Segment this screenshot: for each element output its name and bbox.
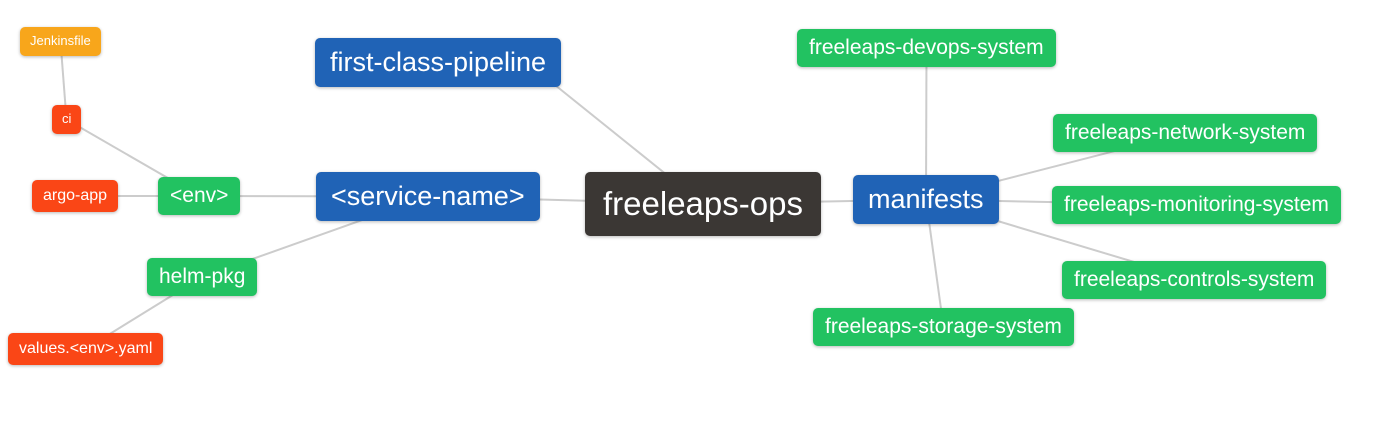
node-service-name[interactable]: <service-name> [316, 172, 540, 222]
node-label-freeleaps-controls-system: freeleaps-controls-system [1074, 268, 1315, 291]
node-jenkinsfile[interactable]: Jenkinsfile [20, 27, 101, 56]
node-label-freeleaps-storage-system: freeleaps-storage-system [825, 315, 1062, 338]
node-label-freeleaps-ops: freeleaps-ops [603, 185, 803, 222]
node-label-first-class-pipeline: first-class-pipeline [330, 47, 547, 77]
node-label-freeleaps-devops-system: freeleaps-devops-system [809, 36, 1044, 59]
node-label-service-name: <service-name> [331, 181, 525, 211]
node-label-freeleaps-monitoring-system: freeleaps-monitoring-system [1064, 193, 1329, 216]
node-freeleaps-ops[interactable]: freeleaps-ops [585, 172, 821, 236]
node-first-class-pipeline[interactable]: first-class-pipeline [315, 38, 562, 88]
node-freeleaps-monitoring-system[interactable]: freeleaps-monitoring-system [1052, 186, 1341, 225]
node-helm-pkg[interactable]: helm-pkg [147, 258, 258, 297]
node-freeleaps-controls-system[interactable]: freeleaps-controls-system [1062, 261, 1327, 300]
node-label-freeleaps-network-system: freeleaps-network-system [1065, 121, 1306, 144]
node-label-env: <env> [170, 184, 229, 207]
node-freeleaps-storage-system[interactable]: freeleaps-storage-system [813, 308, 1074, 347]
node-label-ci: ci [62, 111, 72, 126]
node-values-env-yaml[interactable]: values.<env>.yaml [8, 333, 164, 366]
edge-manifests-freeleaps-devops-system [925, 47, 928, 200]
node-label-manifests: manifests [868, 184, 984, 214]
node-label-argo-app: argo-app [43, 187, 108, 204]
node-ci[interactable]: ci [52, 105, 82, 134]
node-freeleaps-network-system[interactable]: freeleaps-network-system [1053, 114, 1318, 153]
node-manifests[interactable]: manifests [853, 175, 999, 225]
node-label-helm-pkg: helm-pkg [159, 265, 246, 288]
node-label-values-env-yaml: values.<env>.yaml [19, 340, 153, 357]
node-env[interactable]: <env> [158, 177, 241, 216]
node-argo-app[interactable]: argo-app [32, 180, 119, 213]
node-label-jenkinsfile: Jenkinsfile [30, 33, 91, 48]
node-freeleaps-devops-system[interactable]: freeleaps-devops-system [797, 29, 1056, 68]
